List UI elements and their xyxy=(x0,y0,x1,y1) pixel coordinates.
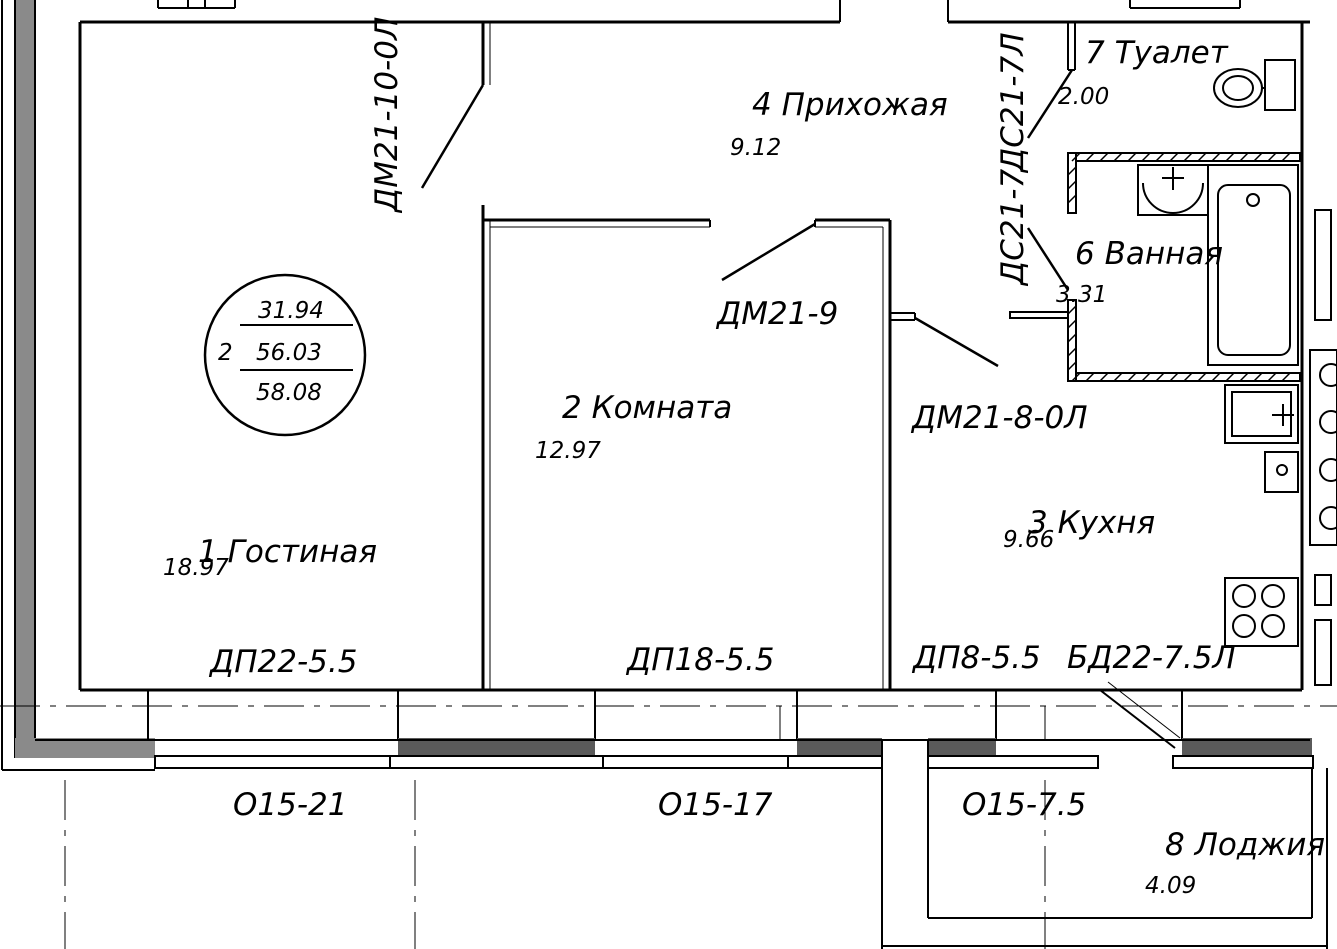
window-tags: О15-21 О15-17 О15-7.5 xyxy=(233,787,1086,823)
total-with-loggia: 58.08 xyxy=(256,380,322,406)
top-wall xyxy=(80,0,1310,24)
bathtub-icon xyxy=(1207,164,1299,366)
room-1-label: 1 Гостиная xyxy=(198,534,377,570)
room-labels: 1 Гостиная 18.97 2 Комната 12.97 3 Кухня… xyxy=(163,35,1325,899)
kitchen-sink-icon xyxy=(1224,384,1299,493)
loggia-outline xyxy=(64,740,1328,949)
window-tag-o15-21: О15-21 xyxy=(233,787,347,823)
room-3-area: 9.66 xyxy=(1003,527,1054,553)
room-8-area: 4.09 xyxy=(1145,873,1196,899)
door-tag-ds21-7: ДС21-7 xyxy=(995,169,1031,287)
room-6-label: 6 Ванная xyxy=(1075,236,1223,272)
lintel-tag-dp22: ДП22-5.5 xyxy=(208,644,357,680)
room-7-area: 2.00 xyxy=(1058,84,1109,110)
rooms-count: 2 xyxy=(218,340,233,366)
toilet-icon xyxy=(1213,59,1296,111)
room-2-label: 2 Комната xyxy=(562,390,732,426)
sink-icon xyxy=(1137,164,1209,216)
door-tag-bd22: БД22-7.5Л xyxy=(1067,640,1236,676)
interior-walls xyxy=(481,22,916,690)
apartment-summary: 31.94 2 56.03 58.08 xyxy=(203,273,367,437)
door-swings xyxy=(420,69,1074,368)
door-tag-dm21-9: ДМ21-9 xyxy=(715,296,838,332)
outer-wall-left xyxy=(1,0,155,771)
right-wall xyxy=(1300,22,1337,690)
lintel-tags: ДП22-5.5 ДП18-5.5 ДП8-5.5 xyxy=(208,640,1041,680)
room-8-label: 8 Лоджия xyxy=(1165,827,1325,863)
room-7-label: 7 Туалет xyxy=(1085,35,1229,71)
room-2-area: 12.97 xyxy=(535,438,601,464)
room-3-label: 3 Кухня xyxy=(1028,505,1155,541)
room-4-area: 9.12 xyxy=(730,135,781,161)
lintel-tag-dp18: ДП18-5.5 xyxy=(625,642,774,678)
window-tag-o15-7-5: О15-7.5 xyxy=(962,787,1086,823)
total-area: 56.03 xyxy=(256,340,322,366)
door-tag-dm21-10: ДМ21-10-0Л xyxy=(369,17,405,214)
lintel-tag-dp8: ДП8-5.5 xyxy=(911,640,1041,676)
bottom-wall xyxy=(0,681,1337,769)
stove-icon xyxy=(1224,577,1299,647)
room-4-label: 4 Прихожая xyxy=(752,87,948,123)
window-tag-o15-17: О15-17 xyxy=(658,787,773,823)
bathroom-walls xyxy=(1009,152,1301,382)
toilet-walls xyxy=(1067,22,1076,71)
room-6-area: 3.31 xyxy=(1056,282,1107,308)
room-1-area: 18.97 xyxy=(163,555,229,581)
living-area: 31.94 xyxy=(258,298,324,324)
door-tags: ДМ21-10-0Л ДМ21-9 ДМ21-8-0Л ДС21-7Л ДС21… xyxy=(369,17,1236,676)
door-tag-dm21-8: ДМ21-8-0Л xyxy=(910,400,1088,436)
door-tag-ds21-7l: ДС21-7Л xyxy=(995,32,1031,174)
